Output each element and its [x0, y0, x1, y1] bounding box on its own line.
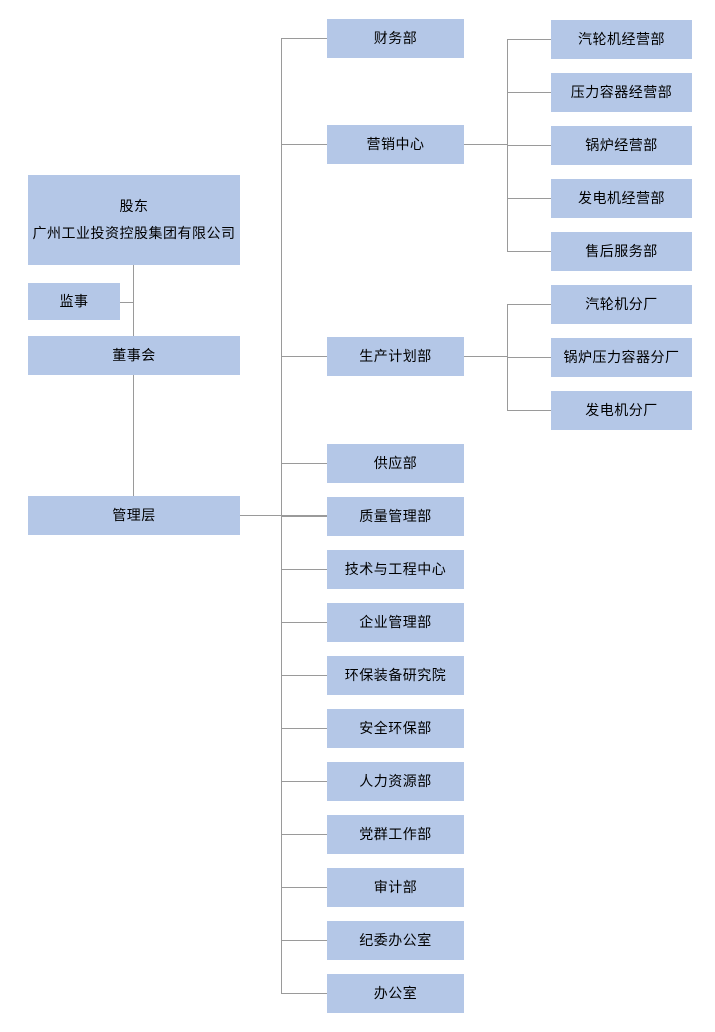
connector-stub-environmental-equipment-institute	[281, 675, 327, 676]
connector-stub-general-office	[281, 993, 327, 994]
finance-label: 财务部	[373, 30, 418, 47]
environmental-equipment-institute-label: 环保装备研究院	[344, 667, 447, 684]
node-boiler-sales[interactable]: 锅炉经营部	[551, 126, 692, 165]
connector-stub-finance	[281, 38, 327, 39]
connector-production-to-subtrunk	[464, 356, 507, 357]
connector-stub-quality-management	[281, 516, 327, 517]
node-enterprise-management[interactable]: 企业管理部	[327, 603, 464, 642]
node-generator-plant[interactable]: 发电机分厂	[551, 391, 692, 430]
connector-stub-boiler-sales	[507, 145, 551, 146]
connector-stub-discipline-inspection-office	[281, 940, 327, 941]
human-resources-label: 人力资源部	[359, 773, 432, 790]
party-mass-work-label: 党群工作部	[359, 826, 432, 843]
safety-environment-label: 安全环保部	[359, 720, 432, 737]
node-production-planning[interactable]: 生产计划部	[327, 337, 464, 376]
connector-stub-after-sales	[507, 251, 551, 252]
connector-stub-turbine-plant	[507, 304, 551, 305]
generator-plant-label: 发电机分厂	[585, 402, 658, 419]
node-turbine-sales[interactable]: 汽轮机经营部	[551, 20, 692, 59]
production-planning-label: 生产计划部	[359, 348, 432, 365]
general-office-label: 办公室	[373, 985, 418, 1002]
connector-stub-generator-plant	[507, 410, 551, 411]
management-label: 管理层	[112, 507, 156, 524]
connector-stub-party-mass-work	[281, 834, 327, 835]
node-environmental-equipment-institute[interactable]: 环保装备研究院	[327, 656, 464, 695]
supply-label: 供应部	[373, 455, 418, 472]
node-audit[interactable]: 审计部	[327, 868, 464, 907]
node-technology-engineering-center[interactable]: 技术与工程中心	[327, 550, 464, 589]
node-turbine-plant[interactable]: 汽轮机分厂	[551, 285, 692, 324]
node-shareholder[interactable]: 股东 广州工业投资控股集团有限公司	[28, 175, 240, 265]
boiler-pressure-vessel-plant-label: 锅炉压力容器分厂	[563, 349, 680, 366]
connector-stub-technology-engineering-center	[281, 569, 327, 570]
node-board[interactable]: 董事会	[28, 336, 240, 375]
connector-stub-generator-sales	[507, 198, 551, 199]
pressure-vessel-sales-label: 压力容器经营部	[570, 84, 673, 101]
connector-stub-marketing	[281, 144, 327, 145]
after-sales-label: 售后服务部	[585, 243, 658, 260]
connector-stub-audit	[281, 887, 327, 888]
connector-marketing-to-subtrunk	[464, 144, 507, 145]
connector-stub-turbine-sales	[507, 39, 551, 40]
turbine-sales-label: 汽轮机经营部	[578, 31, 665, 48]
node-discipline-inspection-office[interactable]: 纪委办公室	[327, 921, 464, 960]
node-quality-management[interactable]: 质量管理部	[327, 497, 464, 536]
connector-stub-boiler-pressure-vessel-plant	[507, 357, 551, 358]
connector-board-to-management	[133, 375, 134, 496]
node-human-resources[interactable]: 人力资源部	[327, 762, 464, 801]
connector-stub-enterprise-management	[281, 622, 327, 623]
node-safety-environment[interactable]: 安全环保部	[327, 709, 464, 748]
connector-stub-human-resources	[281, 781, 327, 782]
connector-stub-production-planning	[281, 356, 327, 357]
discipline-inspection-office-label: 纪委办公室	[359, 932, 432, 949]
shareholder-role-label: 股东	[119, 198, 149, 215]
node-general-office[interactable]: 办公室	[327, 974, 464, 1013]
enterprise-management-label: 企业管理部	[359, 614, 432, 631]
node-generator-sales[interactable]: 发电机经营部	[551, 179, 692, 218]
node-boiler-pressure-vessel-plant[interactable]: 锅炉压力容器分厂	[551, 338, 692, 377]
boiler-sales-label: 锅炉经营部	[585, 137, 658, 154]
generator-sales-label: 发电机经营部	[578, 190, 665, 207]
board-label: 董事会	[112, 347, 156, 364]
turbine-plant-label: 汽轮机分厂	[585, 296, 658, 313]
shareholder-entity-name: 广州工业投资控股集团有限公司	[32, 225, 236, 241]
node-pressure-vessel-sales[interactable]: 压力容器经营部	[551, 73, 692, 112]
supervisor-label: 监事	[59, 293, 89, 310]
node-supervisor[interactable]: 监事	[28, 283, 120, 320]
connector-management-to-departments	[240, 515, 327, 516]
connector-stub-pressure-vessel-sales	[507, 92, 551, 93]
connector-stub-supply	[281, 463, 327, 464]
node-marketing[interactable]: 营销中心	[327, 125, 464, 164]
marketing-label: 营销中心	[366, 136, 425, 153]
quality-management-label: 质量管理部	[359, 508, 432, 525]
connector-stub-safety-environment	[281, 728, 327, 729]
audit-label: 审计部	[373, 879, 418, 896]
connector-supervisor-to-trunk	[120, 302, 134, 303]
node-supply[interactable]: 供应部	[327, 444, 464, 483]
node-after-sales[interactable]: 售后服务部	[551, 232, 692, 271]
node-party-mass-work[interactable]: 党群工作部	[327, 815, 464, 854]
node-management[interactable]: 管理层	[28, 496, 240, 535]
node-finance[interactable]: 财务部	[327, 19, 464, 58]
connector-shareholder-to-board	[133, 265, 134, 336]
technology-engineering-center-label: 技术与工程中心	[344, 561, 447, 578]
